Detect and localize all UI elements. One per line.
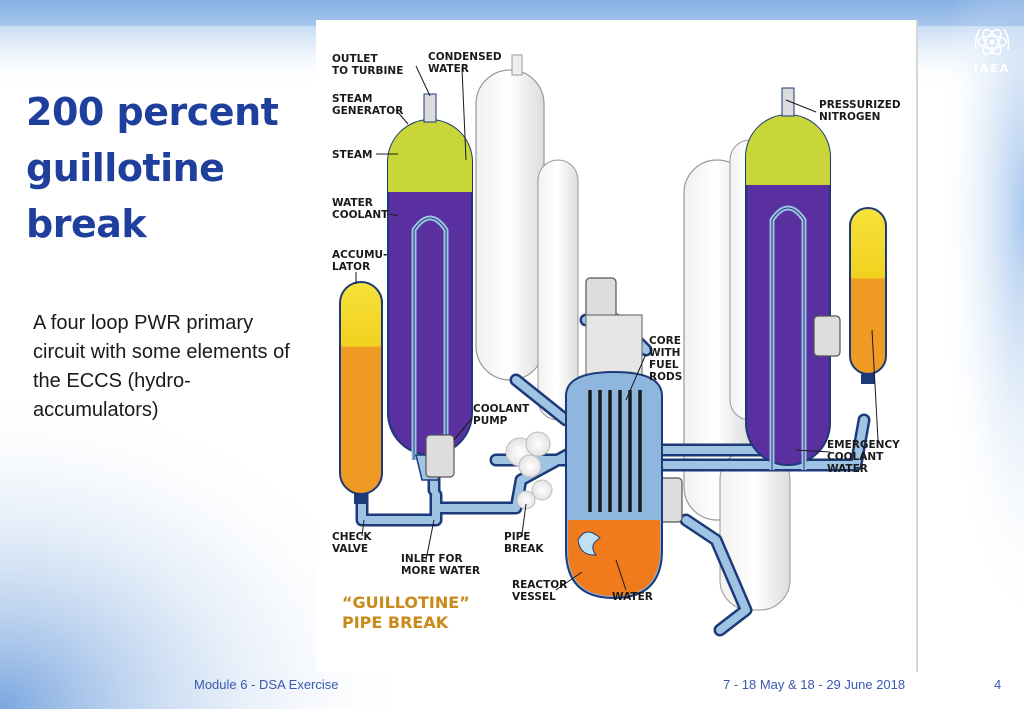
label-accumulator: ACCUMU-LATOR [332, 249, 387, 273]
slide-title: 200 percent guillotine break [26, 90, 279, 246]
footer-module: Module 6 - DSA Exercise [194, 677, 339, 692]
left-hydro-accumulator [339, 281, 383, 504]
label-steam: STEAM [332, 149, 372, 161]
right-steam-generator [745, 87, 831, 470]
left-steam-generator [387, 93, 473, 481]
reactor-vessel [565, 314, 663, 600]
label-guillotine-pipe-break: “GUILLOTINE”PIPE BREAK [342, 593, 470, 632]
iaea-logo-text: IAEA [973, 62, 1011, 75]
footer-dates: 7 - 18 May & 18 - 29 June 2018 [723, 677, 906, 692]
right-hydro-accumulator [849, 207, 887, 384]
pipe-break-cloud [505, 431, 553, 510]
label-water: WATER [612, 591, 653, 603]
iaea-logo-icon [974, 28, 1010, 56]
leader-lines [355, 65, 879, 591]
slide-subtitle: A four loop PWR primary circuit with som… [33, 312, 290, 421]
coolant-pumps [425, 277, 841, 523]
page-number: 4 [994, 677, 1002, 692]
